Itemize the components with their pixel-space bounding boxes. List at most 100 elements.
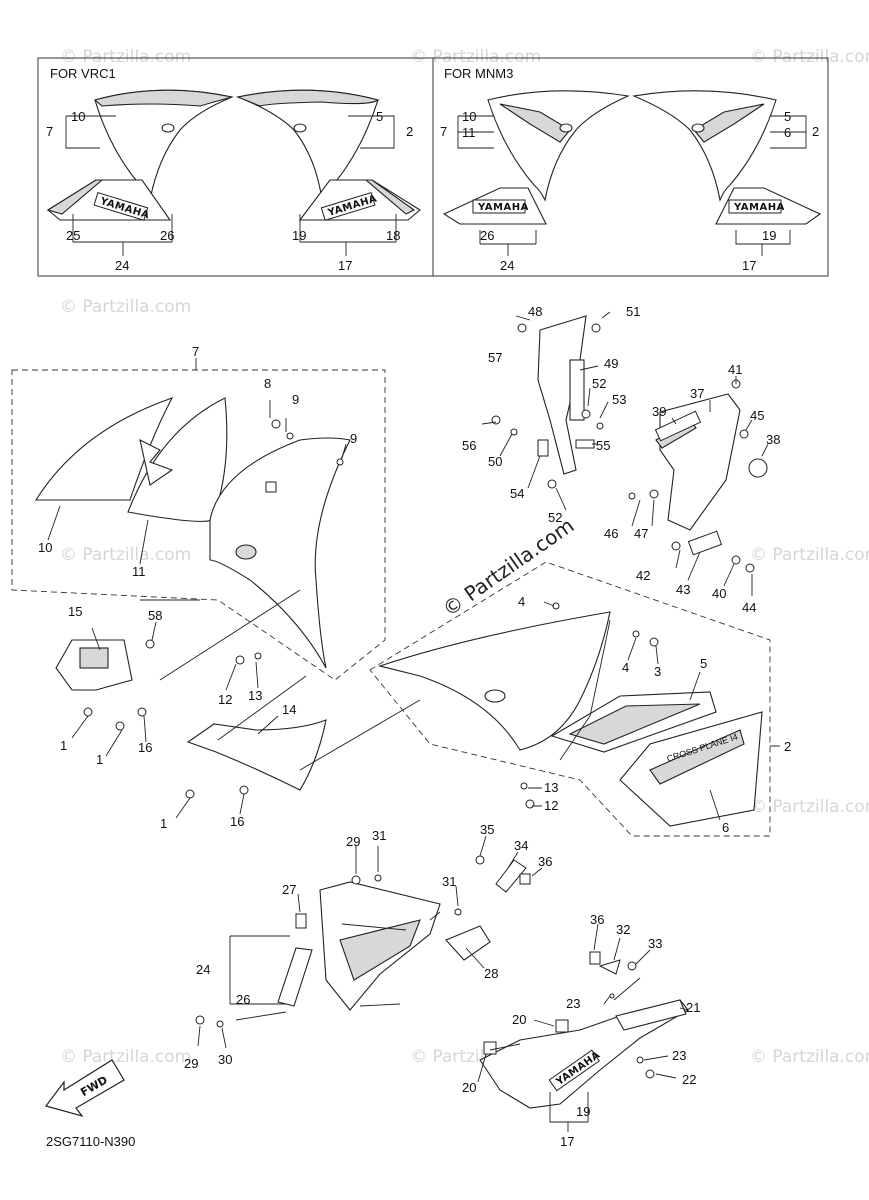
- bracket-15: [55, 639, 133, 691]
- callout: 19: [576, 1104, 590, 1119]
- callout: 21: [686, 1000, 700, 1015]
- callout: 4: [518, 594, 525, 609]
- callout: 6: [722, 820, 729, 835]
- callout: 12: [544, 798, 558, 813]
- callout: 7: [440, 124, 447, 139]
- callout: 4: [622, 660, 629, 675]
- callout: 44: [742, 600, 756, 615]
- callout: 24: [115, 258, 129, 273]
- vrc1-upper-cowl-left: [93, 89, 234, 202]
- watermark-text: © Partzilla.com: [410, 47, 541, 67]
- callout: 2: [406, 124, 413, 139]
- callout: 7: [46, 124, 53, 139]
- variant-panels: FOR VRC1 FOR MNM3 YAMAHA YAMAHA: [37, 57, 829, 277]
- vrc1-upper-cowl-right: [236, 89, 380, 203]
- callout: 24: [500, 258, 514, 273]
- callout: 11: [132, 564, 146, 579]
- callout: 5: [700, 656, 707, 671]
- callout: 49: [604, 356, 618, 371]
- callout: 56: [462, 438, 476, 453]
- callout: 1: [160, 816, 167, 831]
- duct-14: [186, 719, 327, 791]
- callout: 5: [784, 109, 791, 124]
- callout: 2: [784, 739, 791, 754]
- callout: 55: [596, 438, 610, 453]
- watermark-text: © Partzilla.com: [60, 545, 191, 565]
- callout: 2: [812, 124, 819, 139]
- callout: 58: [148, 608, 162, 623]
- callout: 11: [462, 125, 476, 140]
- mnm3-lower-decal-right: YAMAHA: [715, 187, 822, 225]
- callout: 19: [292, 228, 306, 243]
- brand-text: YAMAHA: [733, 202, 785, 213]
- callout: 10: [71, 109, 85, 124]
- callout: 54: [510, 486, 524, 501]
- upper-cowling-left: [35, 397, 351, 669]
- callout: 31: [442, 874, 456, 889]
- watermark-text: © Partzilla.com: [750, 1047, 869, 1067]
- callout: 30: [218, 1052, 232, 1067]
- mnm3-upper-cowl-right: [632, 90, 777, 202]
- callout: 20: [462, 1080, 476, 1095]
- panel-header-vrc1: FOR VRC1: [50, 66, 116, 81]
- callout: 53: [612, 392, 626, 407]
- callout: 47: [634, 526, 648, 541]
- callout: 48: [528, 304, 542, 319]
- callout: 38: [766, 432, 780, 447]
- callout: 26: [480, 228, 494, 243]
- mnm3-upper-cowl-left: [487, 90, 630, 202]
- callout: 10: [38, 540, 52, 555]
- callout: 37: [690, 386, 704, 401]
- brand-text: YAMAHA: [477, 202, 529, 213]
- diagram-code: 2SG7110-N390: [46, 1134, 135, 1149]
- callout: 25: [66, 228, 80, 243]
- main-leader-lines: [47, 311, 778, 1132]
- under-cowl: YAMAHA: [479, 999, 689, 1109]
- callout: 12: [218, 692, 232, 707]
- watermark-text: © Partzilla.com: [750, 47, 869, 67]
- side-cowling: CROSS PLANE I4: [378, 611, 763, 827]
- callout: 1: [96, 752, 103, 767]
- callout: 51: [626, 304, 640, 319]
- callout: 14: [282, 702, 296, 717]
- callout: 43: [676, 582, 690, 597]
- callout: 13: [248, 688, 262, 703]
- vrc1-lower-decal-right: YAMAHA: [298, 179, 421, 221]
- callout: 26: [160, 228, 174, 243]
- vrc1-lower-decal-left: YAMAHA: [46, 179, 172, 221]
- panel-header-mnm3: FOR MNM3: [444, 66, 513, 81]
- callout: 28: [484, 966, 498, 981]
- callout: 36: [538, 854, 552, 869]
- callout: 45: [750, 408, 764, 423]
- watermark-text: © Partzilla.com: [60, 297, 191, 317]
- callout: 52: [548, 510, 562, 525]
- callout: 22: [682, 1072, 696, 1087]
- lower-cowling: [277, 881, 491, 1011]
- callout: 34: [514, 838, 528, 853]
- callout: 52: [592, 376, 606, 391]
- callout: 50: [488, 454, 502, 469]
- callout: 29: [346, 834, 360, 849]
- callout: 33: [648, 936, 662, 951]
- inner-panel-48: [537, 315, 587, 475]
- callout: 42: [636, 568, 650, 583]
- callout: 15: [68, 604, 82, 619]
- callout: 39: [652, 404, 666, 419]
- callout: 9: [350, 431, 357, 446]
- mnm3-lower-decal-left: YAMAHA: [442, 187, 547, 225]
- watermark-text: © Partzilla.com: [750, 797, 869, 817]
- fwd-arrow-icon: FWD: [44, 1059, 125, 1118]
- callout: 3: [654, 664, 661, 679]
- callout: 36: [590, 912, 604, 927]
- callout: 26: [236, 992, 250, 1007]
- callout: 20: [512, 1012, 526, 1027]
- callout: 18: [386, 228, 400, 243]
- callout: 17: [742, 258, 756, 273]
- callout: 40: [712, 586, 726, 601]
- callout: 29: [184, 1056, 198, 1071]
- callout: 23: [672, 1048, 686, 1063]
- callout: 24: [196, 962, 210, 977]
- callout: 31: [372, 828, 386, 843]
- callout: 19: [762, 228, 776, 243]
